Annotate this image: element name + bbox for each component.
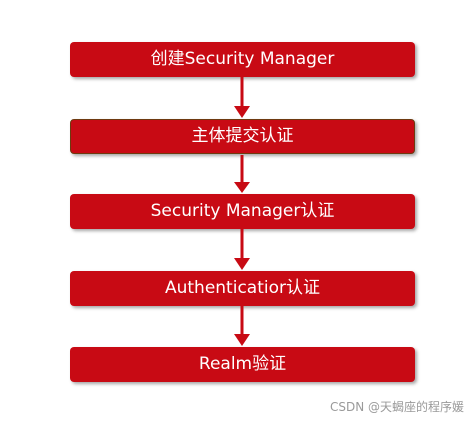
- step-subject-submit-auth: 主体提交认证: [70, 119, 415, 154]
- arrow-4-head: [234, 334, 250, 346]
- step-realm-verify: Realm验证: [70, 347, 415, 382]
- step-security-manager-auth: Security Manager认证: [70, 194, 415, 229]
- csdn-watermark: CSDN @天蝎座的程序媛: [329, 400, 464, 414]
- step-authenticator-auth: Authenticatior认证: [70, 271, 415, 306]
- arrow-2-head: [234, 182, 250, 193]
- arrow-3-head: [234, 258, 250, 270]
- step-create-security-manager: 创建Security Manager: [70, 42, 415, 77]
- arrow-1-head: [234, 106, 250, 118]
